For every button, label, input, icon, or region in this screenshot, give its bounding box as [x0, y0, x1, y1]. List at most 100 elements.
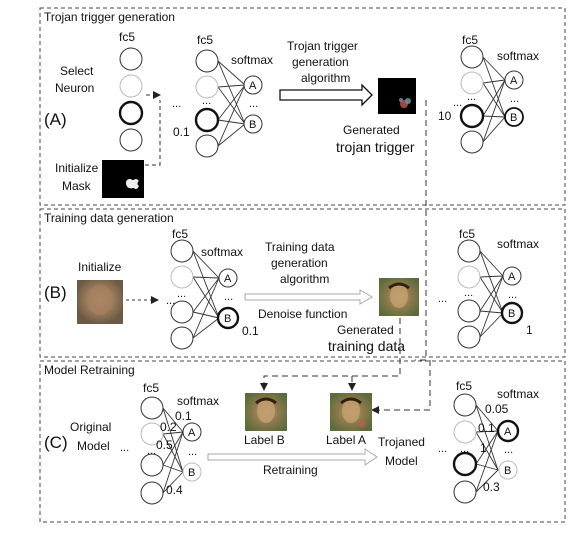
neuron [195, 49, 219, 73]
selected-neuron [118, 100, 144, 126]
output-node-a [502, 266, 522, 286]
neuron [119, 74, 143, 98]
weight-label: 0.5 [156, 438, 173, 452]
neuron [140, 481, 164, 505]
weight-label: 0.2 [160, 420, 177, 434]
algo-a-line2: generation [292, 55, 349, 69]
output-label: B [224, 313, 231, 325]
generated-a-line1: Generated [343, 123, 400, 137]
output-node-b [500, 301, 524, 325]
ellipsis: ... [464, 287, 473, 299]
connections-a-right [482, 56, 506, 143]
generated-b-line2: training data [328, 338, 405, 354]
neuron [140, 422, 164, 446]
fc5-left-c: fc5 [143, 381, 159, 395]
weight-label: 0.1 [175, 409, 192, 423]
output-label: B [188, 467, 195, 479]
big-arrow-icon [279, 83, 373, 107]
ellipsis: ... [172, 98, 181, 110]
output-node-b [216, 306, 240, 330]
softmax-mid-b: softmax [201, 245, 243, 259]
selected-neuron [452, 451, 478, 477]
panel-c-frame [39, 360, 566, 523]
ellipsis: ... [467, 91, 476, 103]
algo-a-line1: Trojan trigger [287, 39, 358, 53]
connections-b-mid [192, 250, 220, 339]
initial-mask-image [102, 160, 144, 198]
dashed-connector [415, 100, 427, 361]
grey-arrow-icon [244, 289, 373, 305]
neuron [460, 71, 484, 95]
generated-a-line2: trojan trigger [336, 139, 415, 155]
selected-neuron [194, 107, 220, 133]
neuron [460, 45, 484, 69]
fc5-right-c: fc5 [456, 379, 472, 393]
ellipsis: ... [460, 443, 469, 455]
output-label: B [508, 308, 515, 320]
output-node-a [504, 70, 524, 90]
algo-b-line2: generation [271, 256, 328, 270]
ellipsis: ... [147, 445, 156, 457]
retraining-label: Retraining [263, 463, 318, 477]
output-node-b [498, 460, 518, 480]
neuron [195, 134, 219, 158]
selected-neuron [459, 103, 485, 129]
neuron [457, 299, 481, 323]
mask-label: Mask [62, 179, 92, 193]
weight-label: 0.3 [483, 480, 500, 494]
neuron [460, 130, 484, 154]
softmax-mid-a: softmax [231, 53, 273, 67]
ellipsis: ... [453, 97, 462, 109]
fc5-left-a: fc5 [119, 30, 135, 44]
panel-a-frame [39, 7, 566, 206]
original-line2: Model [77, 439, 110, 453]
neuron [140, 396, 164, 420]
neuron [457, 265, 481, 289]
panel-b-frame [39, 208, 566, 358]
softmax-right-b: softmax [497, 237, 539, 251]
weight-label: 1 [480, 441, 487, 455]
output-label: A [224, 273, 232, 285]
ellipsis: ... [438, 293, 447, 305]
output-label: A [508, 271, 516, 283]
algo-b-line3: algorithm [280, 272, 329, 286]
ellipsis: ... [504, 444, 513, 456]
output-label: A [188, 427, 196, 439]
output-node-a [496, 419, 520, 443]
weight-label: 0.1 [478, 421, 495, 435]
trojan-trigger-image [378, 78, 416, 114]
output-node-a [182, 422, 202, 442]
denoise-label: Denoise function [258, 307, 347, 321]
output-node-b [182, 462, 202, 482]
connections-b-right [479, 250, 504, 338]
initialize-label: Initialize [78, 260, 122, 274]
neuron [170, 300, 194, 324]
ellipsis: ... [188, 446, 197, 458]
neuron [453, 420, 477, 444]
neuron [140, 453, 164, 477]
output-label: A [504, 426, 512, 438]
ellipsis: ... [224, 291, 233, 303]
fc5-right-a: fc5 [462, 33, 478, 47]
panel-a-header: Trojan trigger generation [44, 10, 175, 24]
ellipsis: ... [126, 94, 135, 106]
output-label: B [504, 465, 511, 477]
ellipsis: ... [438, 443, 447, 455]
apple-logo-icon [126, 179, 139, 189]
fc5-mid-a: fc5 [197, 33, 213, 47]
neuron [170, 265, 194, 289]
label-a-caption: Label A [326, 433, 366, 447]
softmax-right-a: softmax [497, 49, 539, 63]
label-b-caption: Label B [244, 433, 285, 447]
output-label: A [510, 75, 518, 87]
neuron [457, 239, 481, 263]
fc5-right-b: fc5 [459, 227, 475, 241]
original-line1: Original [70, 420, 111, 434]
neuron [119, 47, 143, 71]
output-node-a [243, 75, 263, 95]
panel-b-header: Training data generation [44, 211, 174, 225]
algo-b-line1: Training data [265, 240, 335, 254]
fc5-mid-b: fc5 [172, 227, 188, 241]
ellipsis: ... [177, 288, 186, 300]
value-label: 10 [438, 109, 452, 123]
